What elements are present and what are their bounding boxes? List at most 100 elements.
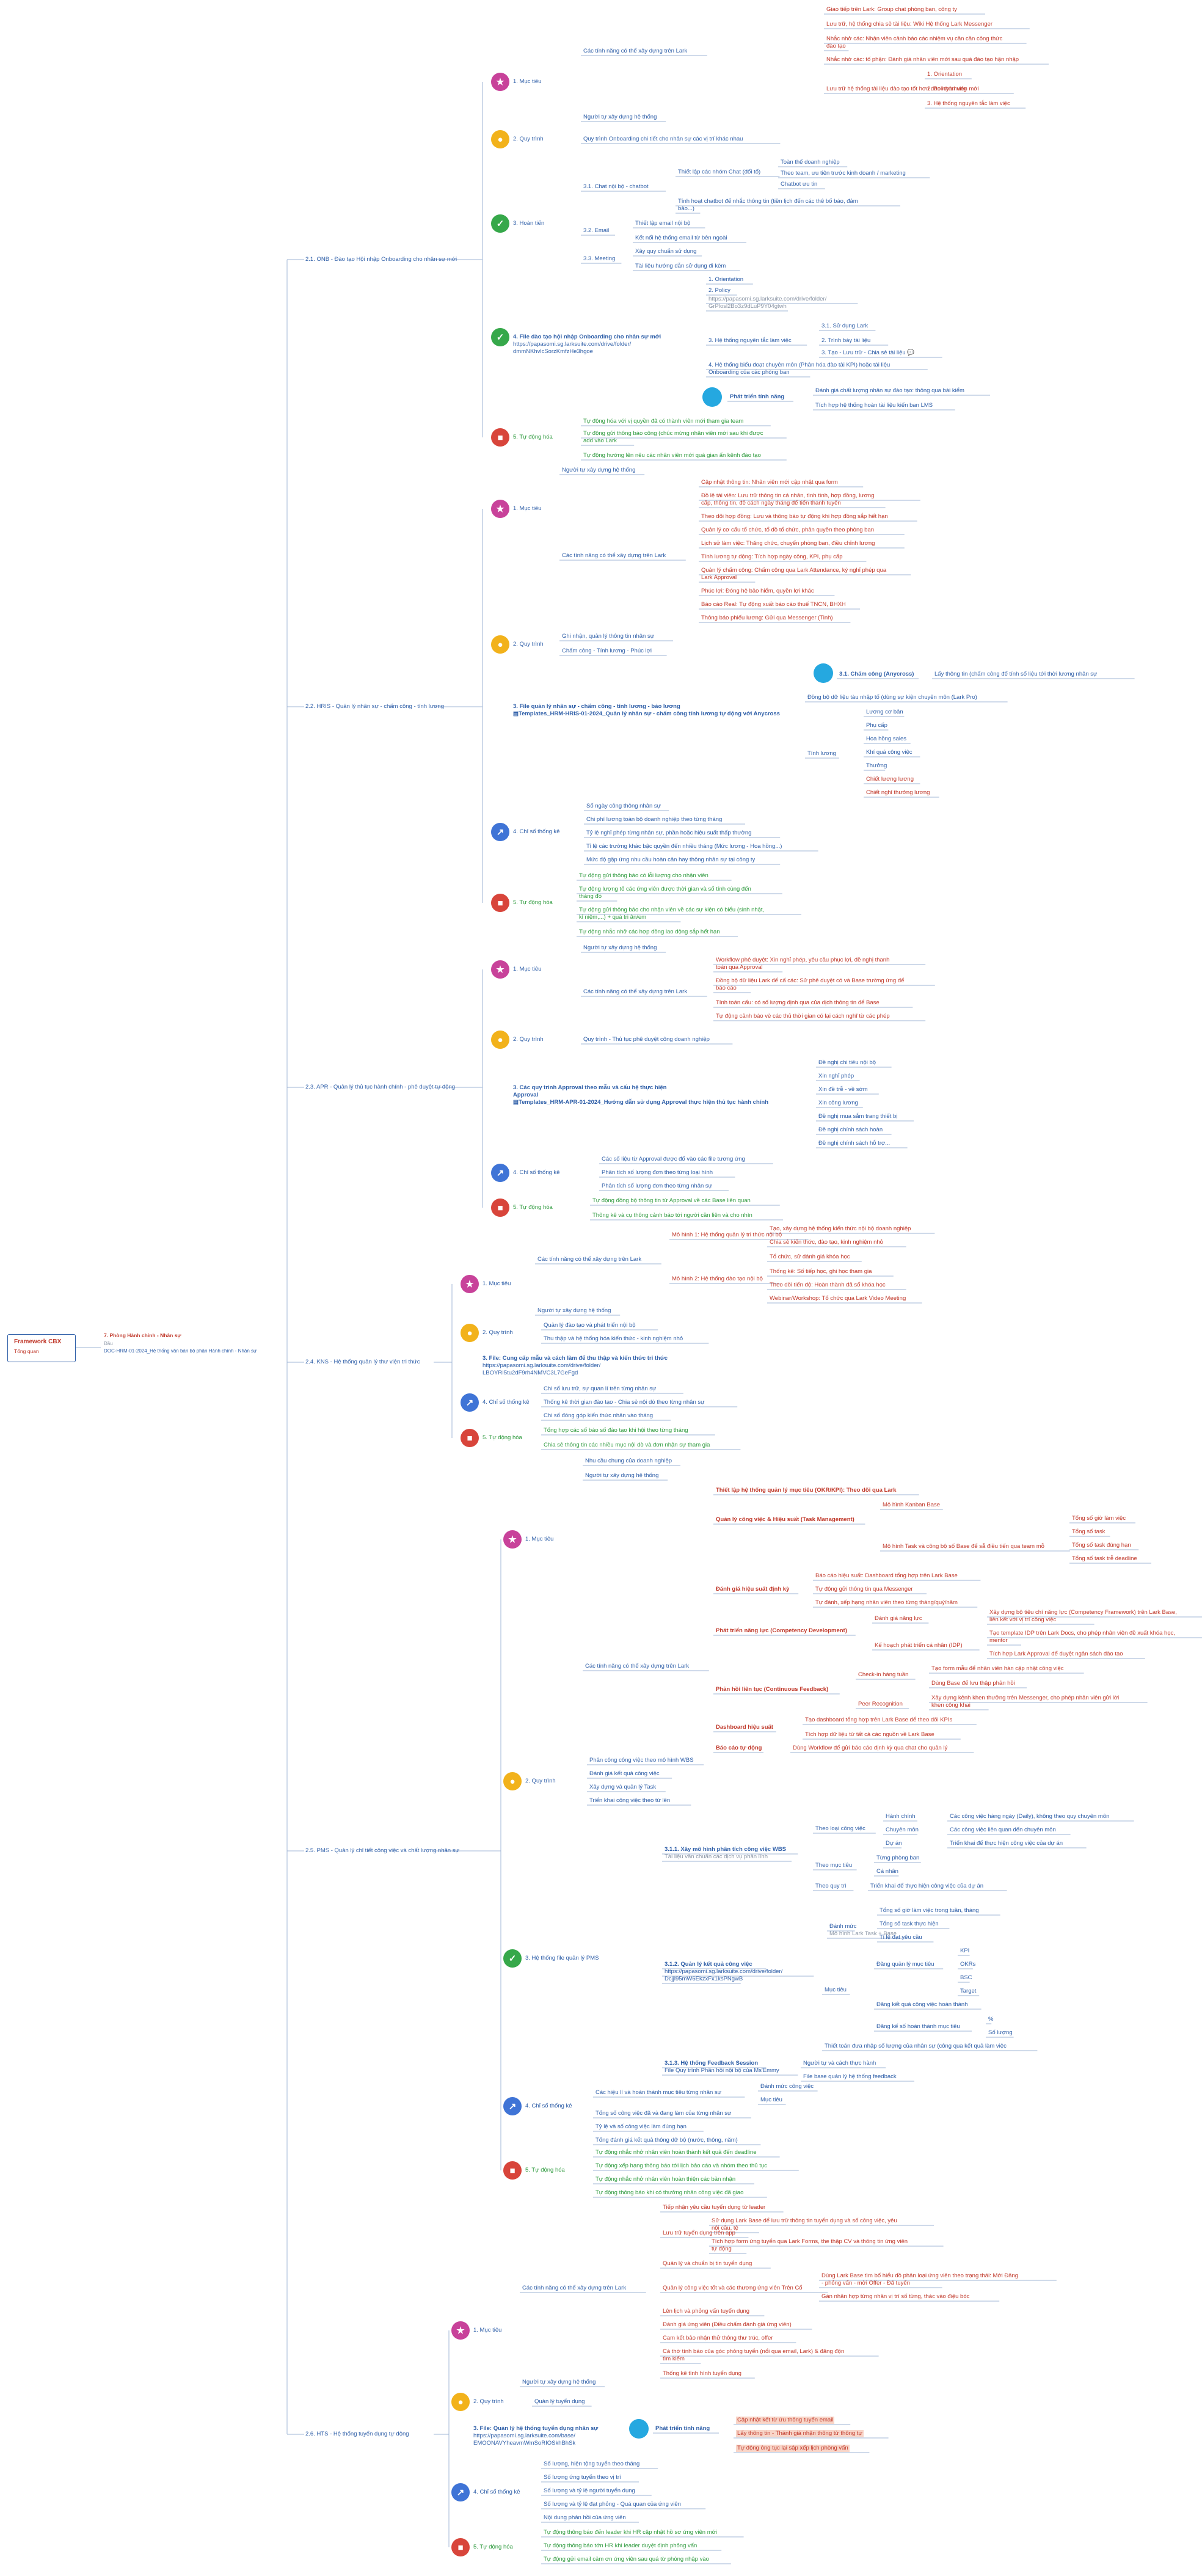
leaf-label: 3.1.1. Xây mô hình phân tích công việc W…: [665, 1846, 787, 1853]
leaf-label: Mô hình Kanban Base: [883, 1501, 941, 1508]
node-label[interactable]: 3. File: Quản lý hệ thống tuyển dụng nhâ…: [473, 2425, 599, 2432]
leaf-label: Tự đánh, xếp hạng nhân viên theo từng th…: [815, 1599, 958, 1606]
node-label[interactable]: 4. Chỉ số thống kê: [483, 1399, 530, 1406]
node-label[interactable]: 2. Quy trình: [525, 1778, 556, 1784]
node-label[interactable]: 1. Mục tiêu: [513, 78, 542, 85]
leaf-label: Chi phí lương toàn bộ doanh nghiệp theo …: [586, 816, 723, 823]
node-label[interactable]: 5. Tự động hóa: [483, 1434, 522, 1441]
leaf-label: Tổng số giờ làm việc: [1072, 1515, 1126, 1522]
node-label[interactable]: Approval: [513, 1092, 539, 1098]
leaf-label: 3.1. Chấm công (Anycross): [839, 671, 914, 677]
node-label[interactable]: 3. File: Cung cấp mẫu và cách làm để thu…: [483, 1355, 668, 1362]
leaf-label: Đánh giá ứng viên (Điều chấm đánh giá ứn…: [663, 2321, 792, 2328]
leaf-label: Tổ chức, sử đánh giá khóa học: [770, 1253, 850, 1260]
leaf-label: Quản lý chấm công: Chấm công qua Lark At…: [701, 567, 887, 574]
leaf-label: Đăng kế số hoàn thành mục tiêu: [876, 2023, 960, 2030]
node-label[interactable]: 5. Tự động hóa: [513, 899, 553, 906]
leaf-label: Tự động hóa với vị quyền đã có thành viê…: [583, 418, 744, 425]
leaf-label: Giao tiếp trên Lark: Group chat phòng ba…: [826, 6, 957, 13]
node-label[interactable]: 4. Chỉ số thống kê: [473, 2489, 520, 2495]
leaf-label: Tổng số task đúng hạn: [1072, 1542, 1131, 1549]
node-label[interactable]: 5. Tự động hóa: [525, 2167, 565, 2173]
leaf-label: 1. Orientation: [927, 71, 963, 78]
leaf-label: Lịch sử làm việc: Thăng chức, chuyển phò…: [701, 540, 875, 547]
leaf-label: Báo cáo hiệu suất: Dashboard tổng hợp tr…: [815, 1572, 958, 1579]
leaf-label: Theo dõi tiến độ: Hoàn thành đã số khóa …: [770, 1282, 886, 1288]
leaf-label: Xin đề trễ - về sớm: [818, 1086, 868, 1093]
node-label[interactable]: 1. Mục tiêu: [513, 966, 542, 972]
node-label[interactable]: 5. Tự động hóa: [473, 2544, 513, 2550]
node-label[interactable]: 2. Quy trình: [513, 641, 544, 648]
pink-node-icon: ★: [491, 73, 509, 91]
red-node-icon: ■: [491, 1199, 509, 1217]
node-label[interactable]: 5. Tự động hóa: [513, 434, 553, 440]
leaf-label: Số lượng ứng tuyển theo vị trí: [544, 2474, 621, 2481]
node-label[interactable]: 4. File đào tạo hội nhập Onboarding cho …: [513, 334, 661, 340]
node-label[interactable]: 3. Các quy trình Approval theo mẫu và cấ…: [513, 1084, 667, 1091]
leaf-label: Quản lý công việc & Hiệu suất (Task Mana…: [716, 1516, 854, 1523]
leaf-label: Tự động gửi thông tin qua Messenger: [815, 1586, 913, 1593]
node-label[interactable]: 5. Tự động hóa: [513, 1204, 553, 1211]
leaf-label: Theo team, ưu tiên trước kinh doanh / ma…: [781, 170, 906, 177]
leaf-label: Người tự xây dựng hệ thống: [537, 1307, 611, 1314]
feature-icon: [629, 2419, 649, 2439]
node-label[interactable]: LBOYRI5tu2dF9rh4NMVC3L7GeFgd: [483, 1370, 578, 1376]
leaf-label: https://papasomi.sg.larksuite.com/drive/…: [708, 296, 827, 302]
node-label[interactable]: ▤Templates_HRM-APR-01-2024_Hướng dẫn sử …: [513, 1099, 768, 1106]
node-label[interactable]: 1. Mục tiêu: [483, 1280, 511, 1287]
leaf-label: Các tính năng có thể xây dựng trên Lark: [537, 1256, 642, 1263]
leaf-label: Các hiệu lí và hoàn thành mục tiêu từng …: [596, 2089, 722, 2096]
leaf-label: 3.1.2. Quản lý kết quả công việc: [665, 1961, 752, 1968]
node-label[interactable]: dmmNKhvlcSorzKmfzHe3hgoe: [513, 348, 593, 355]
root-branch-title[interactable]: 7. Phòng Hành chính - Nhân sự: [104, 1332, 181, 1338]
leaf-label: Thông kê và cụ thông cảnh báo tới người …: [592, 1212, 752, 1219]
leaf-label: Đề nghị chính sách hoàn: [818, 1126, 883, 1133]
node-label[interactable]: 2. Quy trình: [473, 2398, 504, 2405]
leaf-label: Đề nghị chi tiêu nội bộ: [818, 1059, 876, 1066]
node-label[interactable]: https://papasomi.sg.larksuite.com/drive/…: [483, 1362, 601, 1369]
root-node[interactable]: Framework CBX Tổng quan: [7, 1334, 76, 1362]
node-label[interactable]: 3. Hoàn tiến: [513, 220, 545, 227]
node-label[interactable]: 1. Mục tiêu: [513, 505, 542, 512]
leaf-label: Người tự xây dựng hệ thống: [585, 1472, 659, 1479]
node-label[interactable]: EMOONAVYheavmWmSoRIOSkhBhSk: [473, 2440, 576, 2446]
leaf-label: Theo quy trì: [815, 1883, 847, 1889]
node-label[interactable]: ▤Templates_HRM-HRIS-01-2024_Quản lý nhân…: [513, 710, 780, 717]
section-s5[interactable]: 2.5. PMS - Quản lý chỉ tiết công việc và…: [305, 1847, 459, 1854]
section-s6[interactable]: 2.6. HTS - Hệ thống tuyển dụng tự động: [305, 2431, 409, 2437]
node-label[interactable]: 2. Quy trình: [483, 1329, 513, 1336]
section-s3[interactable]: 2.3. APR - Quản lý thủ tục hành chính - …: [305, 1084, 456, 1090]
node-label[interactable]: 2. Quy trình: [513, 136, 544, 142]
leaf-label: Phúc lợi: Đóng hệ bảo hiểm, quyền lợi kh…: [701, 588, 814, 594]
node-label[interactable]: https://papasomi.sg.larksuite.com/drive/…: [513, 341, 632, 348]
leaf-label: Workflow phê duyệt: Xin nghỉ phép, yêu c…: [716, 957, 890, 963]
node-label[interactable]: 2. Quy trình: [513, 1036, 544, 1043]
leaf-label: tự động: [712, 2246, 732, 2252]
node-label[interactable]: 3. File quản lý nhân sự - chấm công - tí…: [513, 703, 680, 710]
node-label[interactable]: 4. Chỉ số thống kê: [513, 1169, 560, 1176]
leaf-label: cấp, thông tin, đề cách ngày tháng để ti…: [701, 500, 841, 506]
pink-node-icon: ★: [461, 1275, 479, 1293]
leaf-label: Thiết lập các nhóm Chat (đối tố): [678, 169, 761, 175]
section-s4[interactable]: 2.4. KNS - Hệ thống quản lý thư viện tri…: [305, 1359, 420, 1365]
node-label[interactable]: 3. Hệ thống file quản lý PMS: [525, 1955, 599, 1961]
section-s1[interactable]: 2.1. ONB - Đào tạo Hội nhập Onboarding c…: [305, 256, 457, 263]
leaf-label: Tỷ lệ và số công việc làm đúng hạn: [596, 2123, 687, 2130]
root-branch-doc-link[interactable]: DOC-HRM-01-2024_Hệ thống văn bản bộ phận…: [104, 1348, 257, 1354]
leaf-label: Quy trình Onboarding chi tiết cho nhân s…: [583, 136, 743, 142]
node-label[interactable]: 1. Mục tiêu: [525, 1536, 554, 1542]
leaf-label: Xây quy chuẩn sử dụng: [635, 248, 697, 255]
leaf-label: Khí quá công việc: [866, 749, 912, 756]
leaf-label: Quản lý tuyển dụng: [534, 2398, 585, 2405]
leaf-label: 3. Hệ thống nguyên tắc làm việc: [927, 100, 1010, 107]
node-label[interactable]: 1. Mục tiêu: [473, 2327, 502, 2333]
leaf-label: Kết nối hệ thống email từ bên ngoài: [635, 235, 727, 241]
node-label[interactable]: 4. Chỉ số thống kê: [513, 828, 560, 835]
node-label[interactable]: https://papasomi.sg.larksuite.com/base/: [473, 2432, 575, 2439]
leaf-label: tháng đó: [579, 893, 602, 900]
leaf-label: Ghi nhận, quản lý thông tin nhân sự: [562, 633, 655, 640]
section-s2[interactable]: 2.2. HRIS - Quản lý nhân sự - chấm công …: [305, 703, 444, 710]
red-node-icon: ■: [451, 2538, 470, 2556]
node-label[interactable]: 4. Chỉ số thống kê: [525, 2103, 572, 2109]
leaf-label: Mục tiêu: [825, 1987, 847, 1993]
